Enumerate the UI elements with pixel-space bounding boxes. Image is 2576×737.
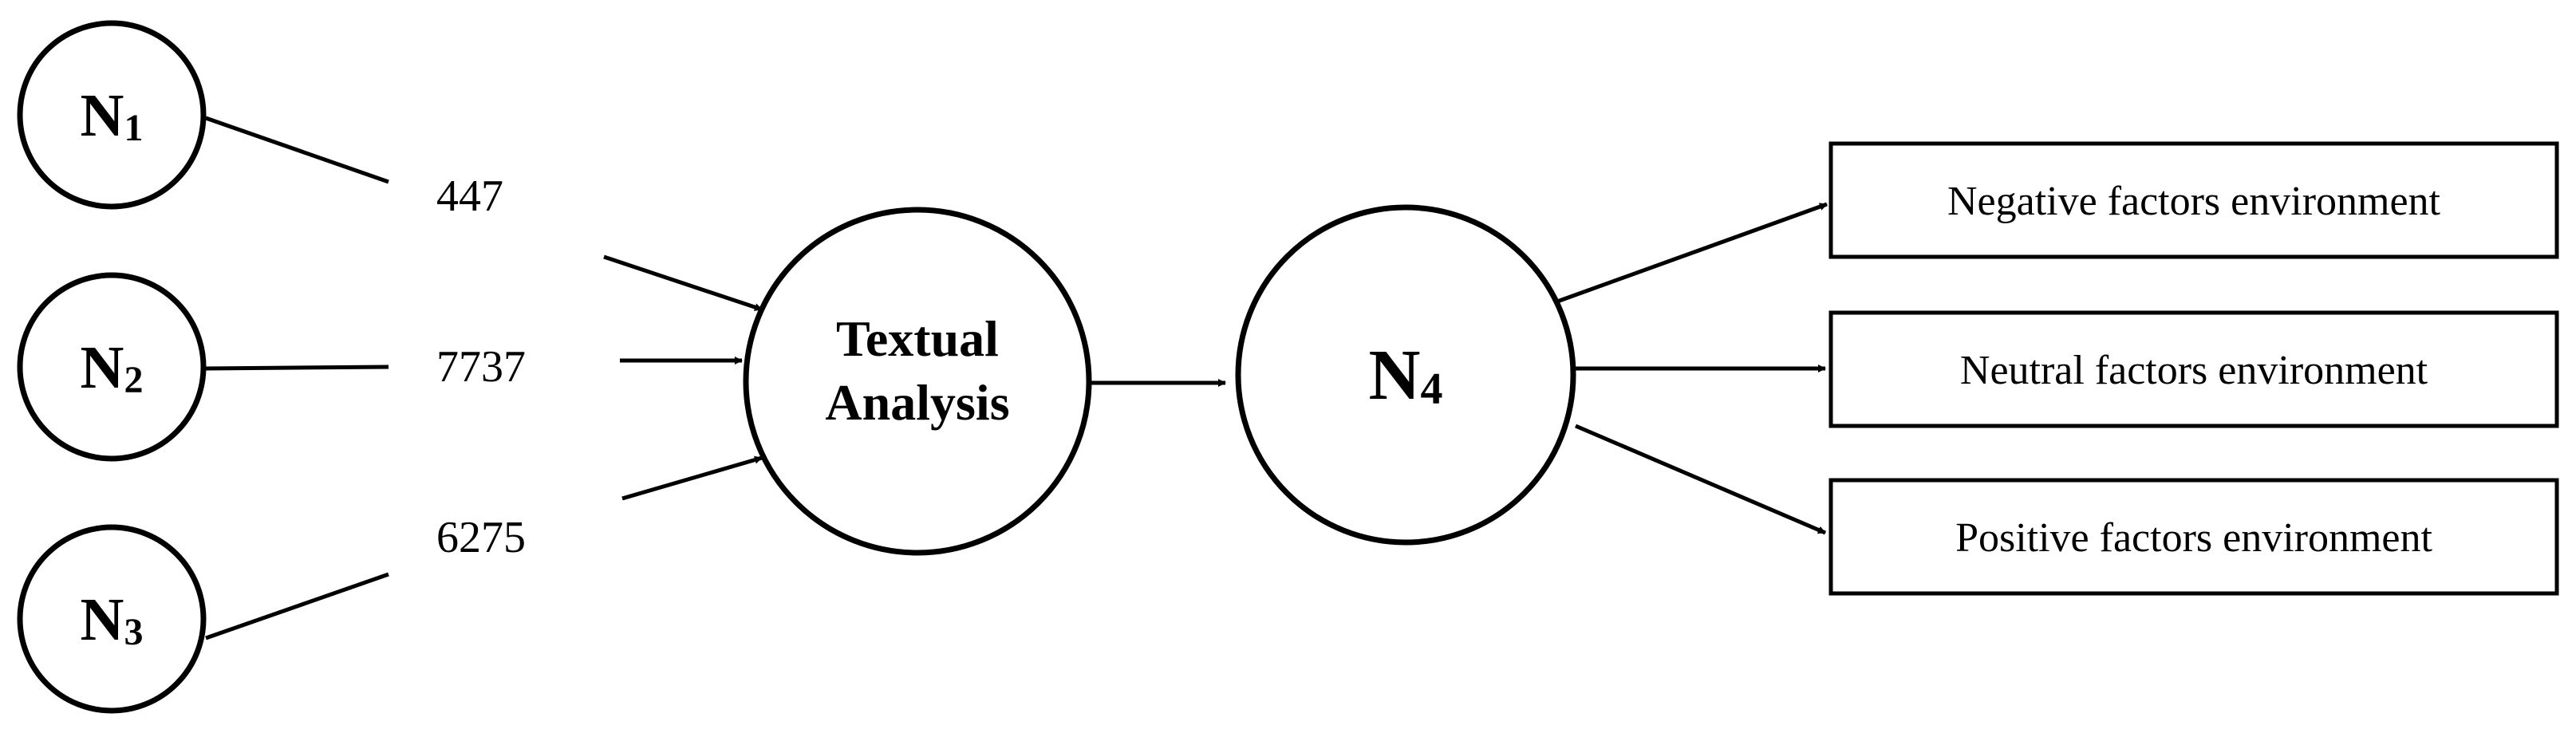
analysis-line-2: Analysis (825, 374, 1009, 431)
analysis-line-1: Textual (836, 310, 999, 367)
connector-n2 (205, 365, 389, 371)
outcome-box-positive: Positive factors environment (1828, 478, 2559, 596)
connector-n1 (205, 116, 389, 184)
arrow-to-positive (1575, 424, 1826, 535)
n2-subscript: 2 (124, 359, 143, 401)
arrow-into-analysis-1 (603, 254, 763, 312)
count-n1: 447 (436, 171, 503, 221)
outcome-positive-label: Positive factors environment (1955, 515, 2432, 561)
textual-analysis-node: Textual Analysis (743, 207, 1092, 556)
outcome-neutral-label: Neutral factors environment (1960, 348, 2428, 393)
outcome-box-negative: Negative factors environment (1828, 141, 2559, 259)
source-node-n3: N3 (17, 524, 207, 714)
svg-text:N2: N2 (81, 334, 144, 401)
svg-text:N3: N3 (81, 586, 144, 653)
n3-label: N (81, 586, 124, 653)
n4-subscript: 4 (1421, 365, 1443, 414)
outcome-box-neutral: Neutral factors environment (1828, 310, 2559, 428)
arrow-to-negative (1556, 202, 1828, 304)
arrow-into-analysis-3 (621, 455, 763, 501)
n1-label: N (81, 82, 124, 149)
n2-label: N (81, 334, 124, 401)
svg-text:N4: N4 (1369, 336, 1443, 415)
count-n3: 6275 (436, 513, 526, 562)
n1-subscript: 1 (124, 107, 143, 149)
result-node-n4: N4 (1235, 204, 1576, 546)
source-node-n2: N2 (17, 272, 207, 462)
outcome-negative-label: Negative factors environment (1947, 179, 2441, 224)
source-node-n1: N1 (17, 20, 207, 210)
connector-n3 (205, 572, 389, 640)
n3-subscript: 3 (124, 611, 143, 653)
svg-text:N1: N1 (81, 82, 144, 149)
count-n2: 7737 (436, 342, 526, 392)
n4-label: N (1369, 336, 1421, 415)
